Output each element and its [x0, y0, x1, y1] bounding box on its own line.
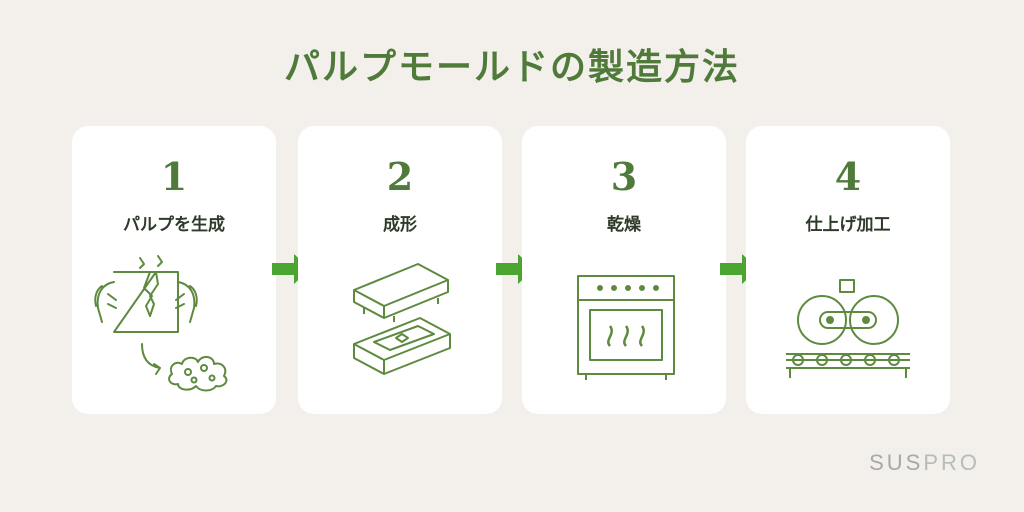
mold-press-icon: [353, 263, 451, 375]
step-card-3: 3 乾燥: [522, 126, 726, 414]
step-label: 仕上げ加工: [805, 215, 891, 235]
step-number: 4: [834, 154, 862, 199]
brand-part-2: PRO: [923, 450, 980, 475]
step-card-4: 4 仕上げ加工: [746, 126, 950, 414]
step-label: パルプを生成: [123, 215, 225, 235]
step-number: 3: [610, 154, 638, 199]
step-number: 2: [386, 154, 414, 199]
brand-part-1: SUS: [869, 450, 924, 475]
brand-logo: SUSPRO: [869, 450, 980, 476]
step-card-2: 2 成形: [298, 126, 502, 414]
page-title: パルプモールドの製造方法: [283, 47, 740, 88]
step-number: 1: [160, 154, 188, 199]
hands-tearing-paper-icon: [94, 255, 228, 392]
oven-icon: [577, 275, 675, 380]
step-card-1: 1 パルプを生成: [72, 126, 276, 414]
step-label: 成形: [383, 215, 417, 235]
step-label: 乾燥: [607, 215, 641, 235]
roller-conveyor-icon: [786, 279, 910, 378]
